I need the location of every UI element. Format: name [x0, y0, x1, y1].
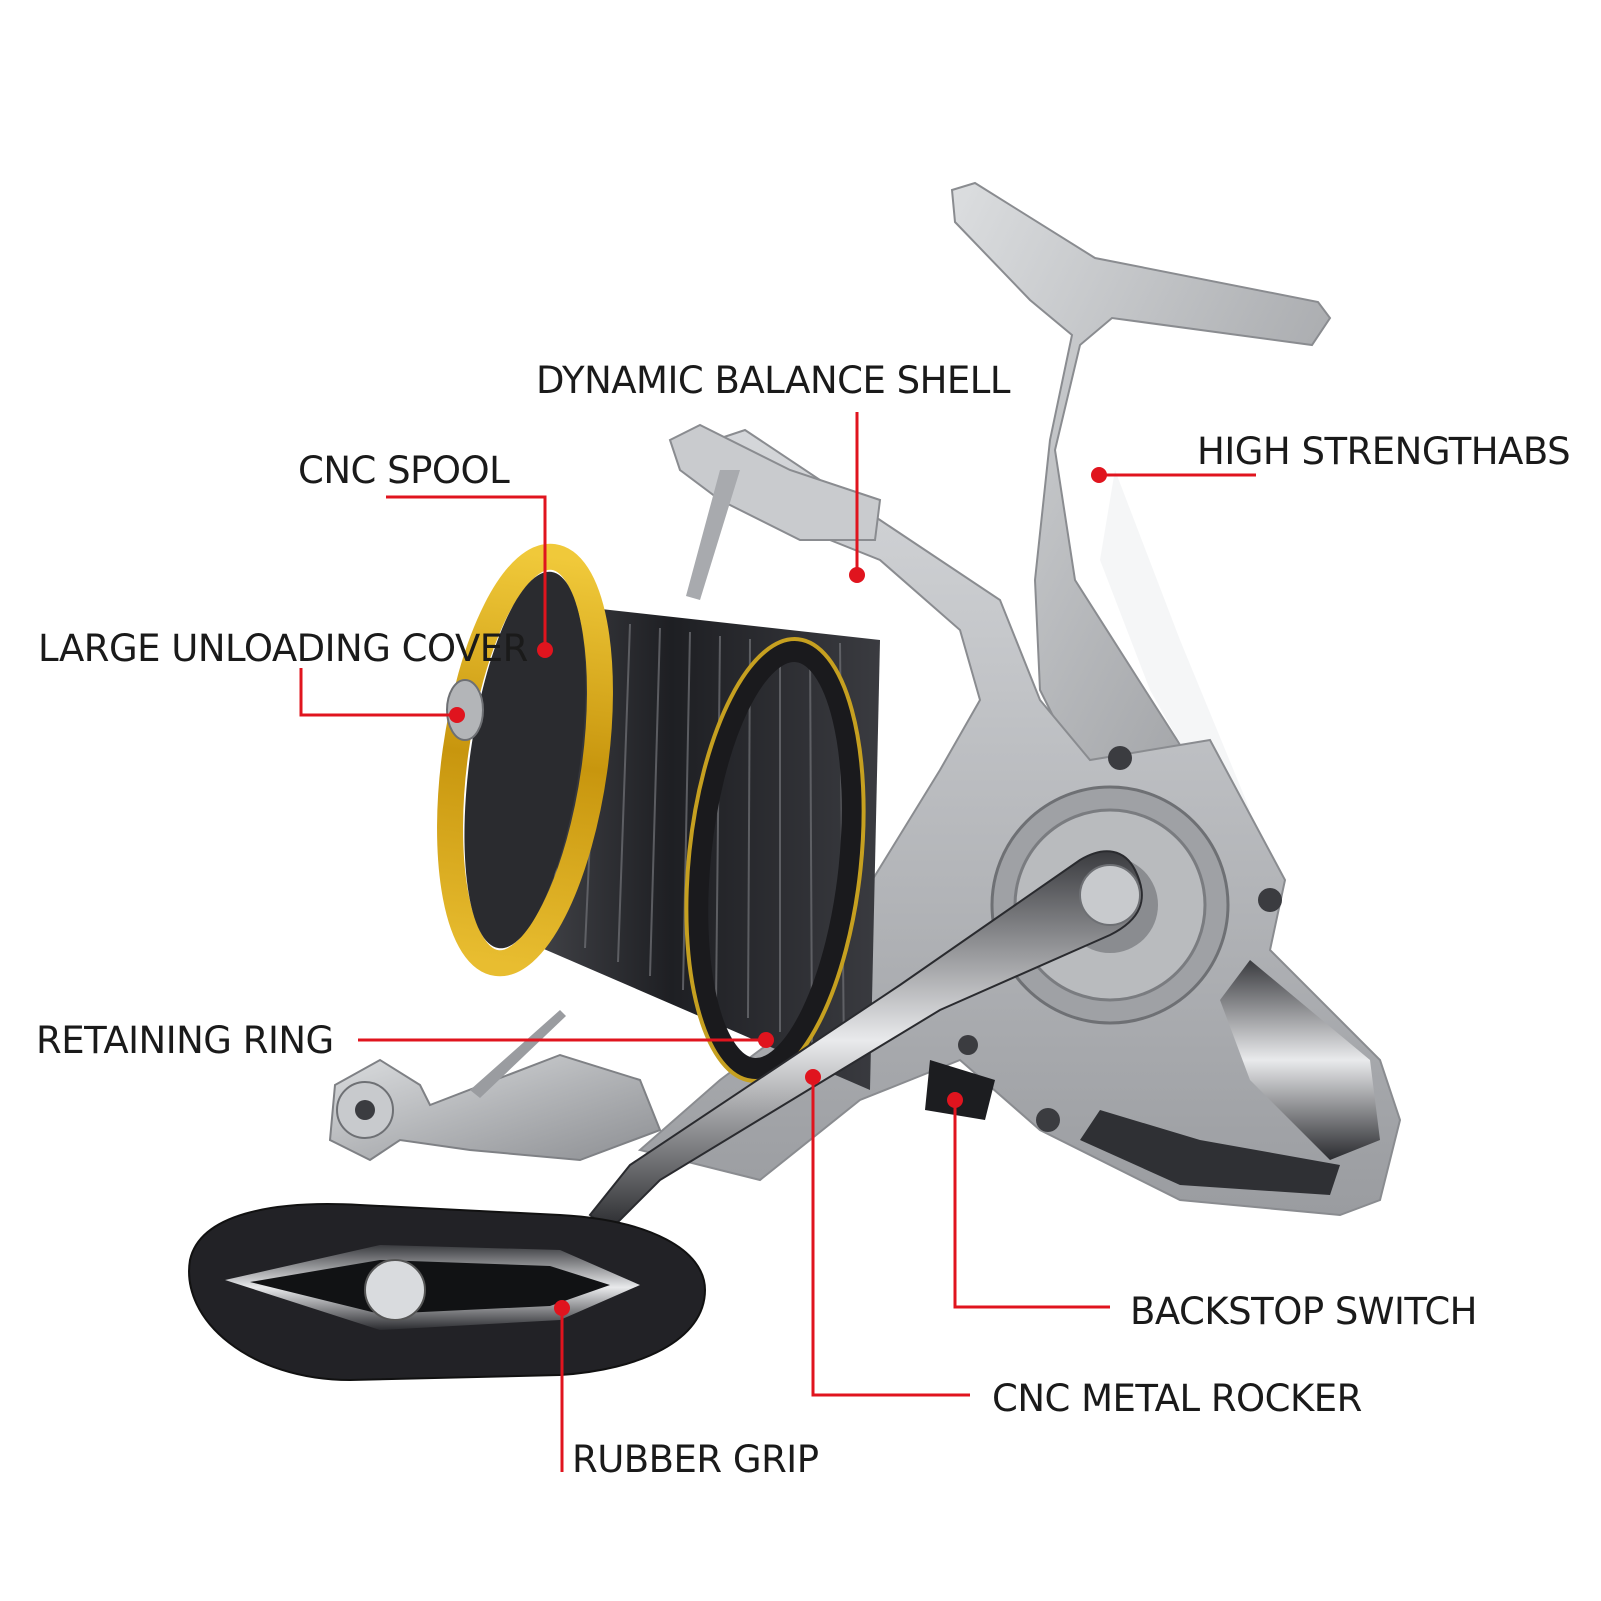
backstop-switch	[925, 1060, 995, 1120]
label-cnc-spool: CNC SPOOL	[298, 449, 510, 492]
label-cnc-metal-rocker: CNC METAL ROCKER	[992, 1377, 1362, 1420]
dot-shell	[849, 567, 865, 583]
leader-spool	[386, 495, 547, 650]
leader-cover	[299, 668, 457, 717]
dot-ring	[758, 1032, 774, 1048]
dot-cover	[449, 707, 465, 723]
callout-dots	[449, 467, 1107, 1316]
bail-arm-lower	[328, 1010, 662, 1162]
label-backstop-switch: BACKSTOP SWITCH	[1130, 1290, 1478, 1333]
dot-grip	[554, 1300, 570, 1316]
spool	[437, 543, 880, 1090]
label-dynamic-balance-shell: DYNAMIC BALANCE SHELL	[536, 359, 1011, 402]
callout-lines	[299, 412, 1256, 1472]
dot-arm	[1091, 467, 1107, 483]
leader-rocker	[811, 1077, 970, 1397]
dot-rocker	[805, 1069, 821, 1085]
handle-knob	[188, 1203, 707, 1382]
dot-spool	[537, 642, 553, 658]
label-rubber-grip: RUBBER GRIP	[572, 1438, 819, 1481]
label-retaining-ring: RETAINING RING	[36, 1019, 334, 1062]
leader-switch	[953, 1100, 1110, 1309]
dot-switch	[947, 1092, 963, 1108]
label-large-unloading-cover: LARGE UNLOADING COVER	[38, 627, 528, 670]
label-high-strength-abs: HIGH STRENGTHABS	[1197, 430, 1571, 473]
